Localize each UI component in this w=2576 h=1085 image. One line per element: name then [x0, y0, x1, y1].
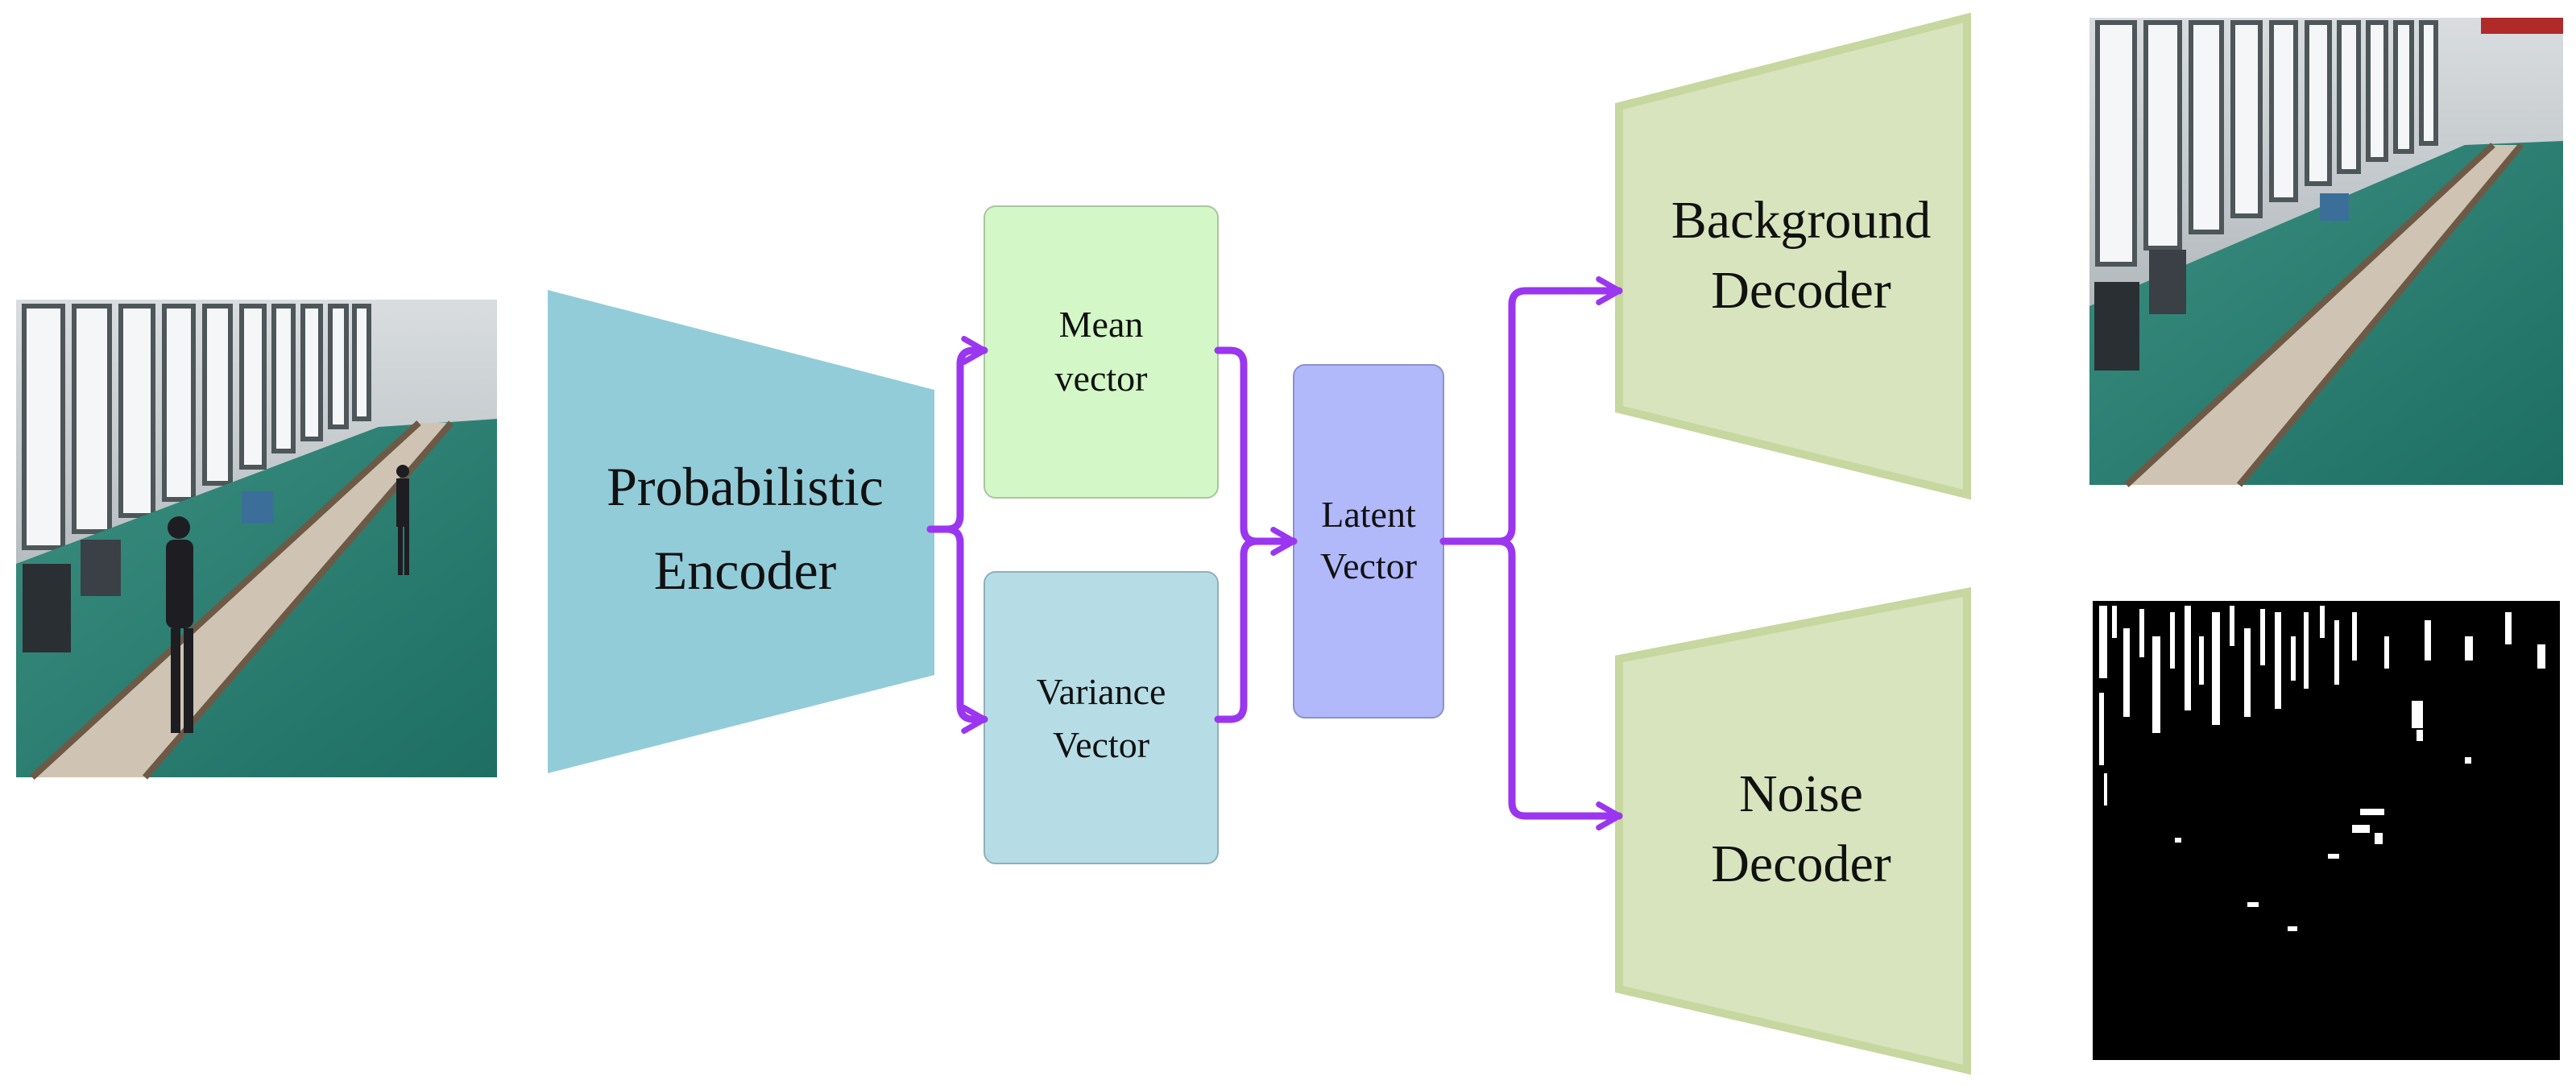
encoder-label-line1: Probabilistic	[607, 456, 884, 517]
encoder-to-mean-arrow	[926, 336, 988, 533]
mean-label-line1: Mean	[1059, 304, 1144, 345]
noise-output-image	[2093, 601, 2560, 1060]
variance-to-latent-arrow	[1214, 537, 1261, 723]
encoder-to-variance-arrow	[926, 525, 988, 734]
background-decoder: Background Decoder	[1615, 12, 1971, 500]
connectors	[926, 276, 1623, 830]
latent-to-noise-arrow	[1439, 537, 1623, 830]
latent-label-line1: Latent	[1321, 494, 1416, 535]
mean-to-latent-arrow	[1214, 346, 1298, 556]
variance-label-line2: Vector	[1053, 724, 1149, 765]
latent-label-line2: Vector	[1320, 545, 1417, 586]
encoder-label-line2: Encoder	[654, 540, 837, 601]
noise-decoder-label-line2: Decoder	[1711, 834, 1891, 893]
probabilistic-encoder: Probabilistic Encoder	[548, 290, 934, 773]
mean-vector-box: Mean vector	[984, 205, 1219, 499]
input-image	[16, 300, 497, 780]
latent-to-background-arrow	[1439, 276, 1623, 545]
background-decoder-label-line2: Decoder	[1711, 261, 1891, 320]
background-output-image	[2089, 18, 2563, 487]
variance-vector-box: Variance Vector	[984, 571, 1219, 864]
mean-label-line2: vector	[1055, 358, 1148, 399]
variance-label-line1: Variance	[1037, 671, 1166, 712]
noise-decoder-label-line1: Noise	[1739, 764, 1863, 823]
latent-vector-box: Latent Vector	[1293, 364, 1444, 719]
background-decoder-label-line1: Background	[1671, 191, 1932, 250]
noise-decoder: Noise Decoder	[1615, 586, 1971, 1075]
